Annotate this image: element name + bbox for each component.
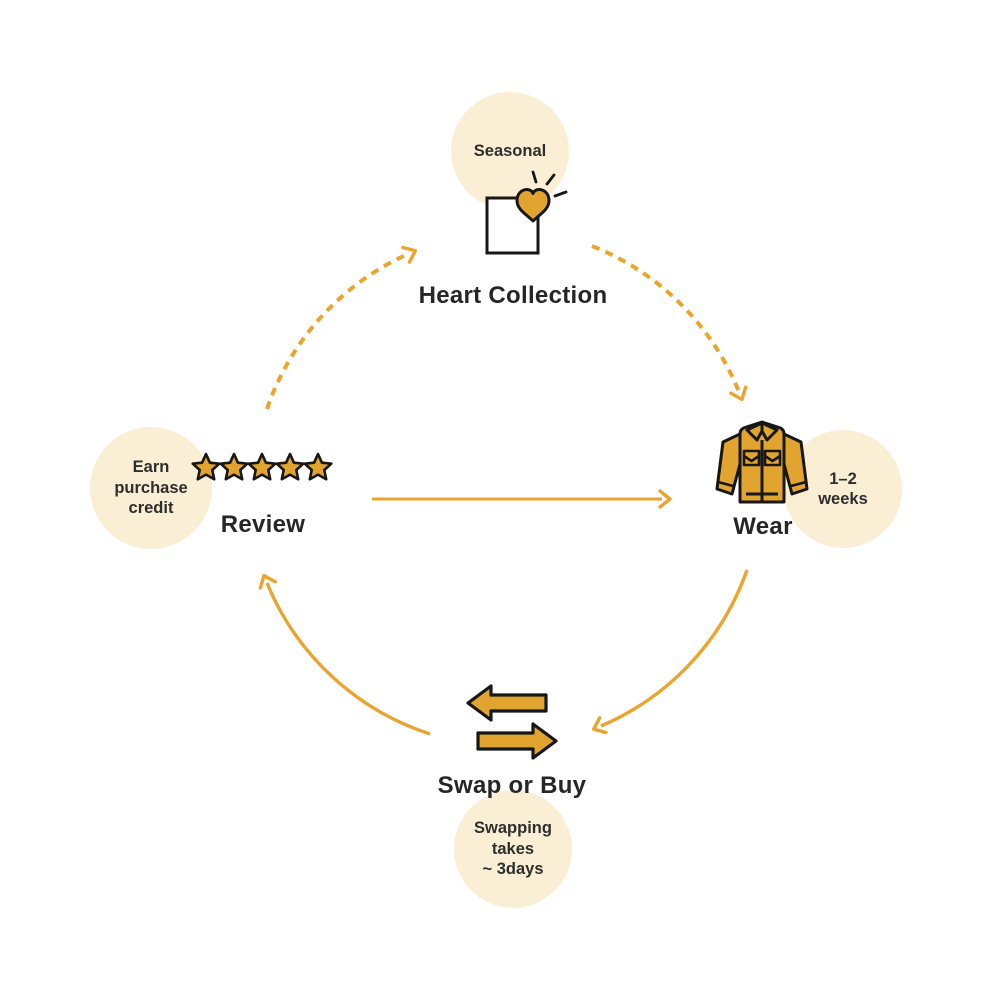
swap-arrows-icon <box>466 684 558 760</box>
box-icon <box>485 196 540 255</box>
sparkle-lines <box>531 170 568 198</box>
right-block-arrow <box>476 722 558 760</box>
node-label-wear: Wear <box>733 513 793 540</box>
arrow-wear-to-swap <box>591 569 749 735</box>
arrow-swap-to-review <box>258 573 431 736</box>
seasonal-badge: Seasonal <box>451 92 569 210</box>
star-icon <box>219 452 249 481</box>
arrow-heart-collection-to-wear <box>591 244 748 402</box>
node-label-review: Review <box>220 511 306 538</box>
node-label-heart-collection: Heart Collection <box>418 282 608 309</box>
five-star-rating-icon <box>191 452 333 481</box>
left-block-arrow <box>466 684 548 722</box>
jacket-icon <box>715 420 809 504</box>
star-icon <box>191 452 221 481</box>
earn-credit-badge: Earn purchase credit <box>90 427 212 549</box>
star-icon <box>275 452 305 481</box>
jacket-right-pocket <box>763 449 782 467</box>
heart-collection-icon <box>485 170 568 255</box>
jacket-left-pocket <box>742 449 761 467</box>
arrow-review-to-heart-collection <box>265 245 417 410</box>
heart-icon <box>515 188 551 223</box>
star-icon <box>303 452 333 481</box>
swapping-time-badge: Swapping takes ~ 3days <box>454 790 572 908</box>
node-label-swap-or-buy: Swap or Buy <box>437 772 587 799</box>
star-icon <box>247 452 277 481</box>
